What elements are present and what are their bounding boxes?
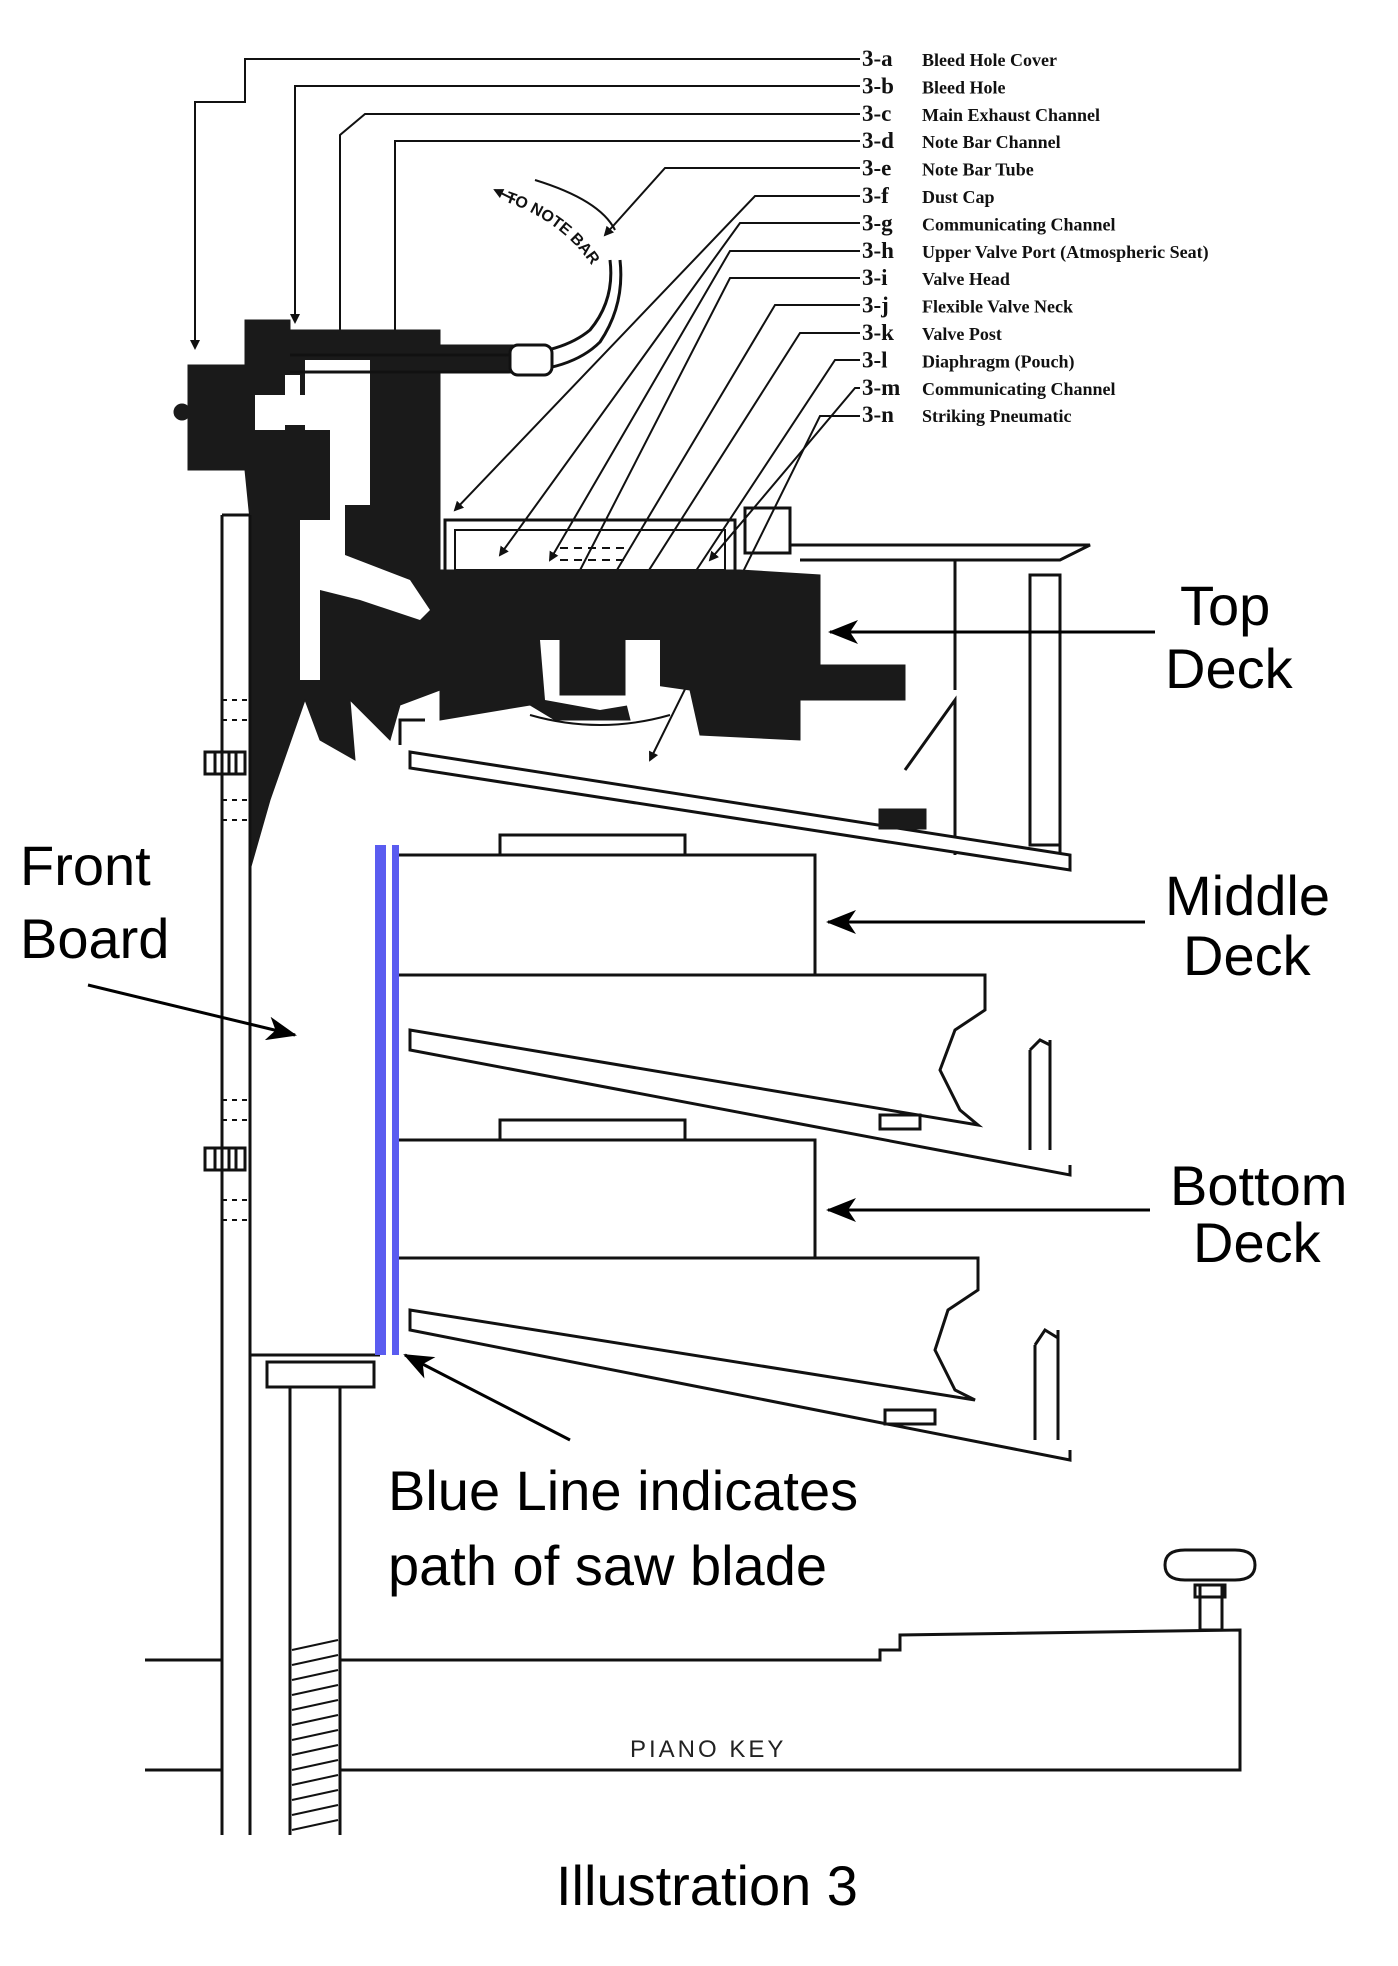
middle-deck-callout: Middle Deck [826,864,1330,987]
legend-code: 3-k [862,320,894,345]
middle-deck-label-line2: Deck [1183,924,1312,987]
legend-code: 3-l [862,347,888,372]
front-board-arrow [87,983,297,1041]
legend-description: Flexible Valve Neck [922,297,1073,317]
legend-code: 3-n [862,402,894,427]
to-note-bar-indicator: TO NOTE BAR [493,179,616,268]
legend-description: Bleed Hole [922,77,1006,97]
top-deck-label-line2: Deck [1165,637,1294,700]
piano-key [145,1548,1257,1772]
illustration-caption: Illustration 3 [556,1854,858,1917]
legend-code: 3-h [862,238,894,263]
legend-code: 3-i [862,265,888,290]
legend-row: 3-a Bleed Hole Cover [862,46,1057,71]
middle-deck [398,833,1072,1177]
legend-code: 3-g [862,210,893,235]
legend-description: Bleed Hole Cover [922,50,1057,70]
legend-row: 3-k Valve Post [862,320,1002,345]
top-deck-label-line1: Top [1180,574,1270,637]
legend-description: Upper Valve Port (Atmospheric Seat) [922,242,1209,263]
legend-code: 3-a [862,46,893,71]
legend-description: Dust Cap [922,187,995,207]
front-board-callout: Front Board [20,834,297,1041]
bottom-deck-label-line1: Bottom [1170,1154,1347,1217]
legend-code: 3-c [862,101,891,126]
legend-row: 3-g Communicating Channel [862,210,1116,235]
legend-description: Striking Pneumatic [922,406,1072,426]
piano-key-label: PIANO KEY [630,1736,786,1763]
legend-description: Main Exhaust Channel [922,105,1100,125]
valve-post [559,624,626,696]
to-note-bar-text: TO NOTE BAR [504,189,603,268]
legend-row: 3-m Communicating Channel [862,375,1116,400]
legend-row: 3-h Upper Valve Port (Atmospheric Seat) [862,238,1209,263]
bottom-deck-callout: Bottom Deck [826,1154,1347,1274]
front-board-label-line2: Board [20,907,169,970]
legend-code: 3-m [862,375,900,400]
legend-description: Note Bar Channel [922,132,1061,152]
parts-legend: 3-a Bleed Hole Cover 3-b Bleed Hole 3-c Main … [862,46,1209,427]
legend-row: 3-e Note Bar Tube [862,156,1034,181]
legend-code: 3-f [862,183,889,208]
top-deck-callout: Top Deck [828,574,1294,700]
legend-row: 3-d Note Bar Channel [862,128,1061,153]
legend-row: 3-l Diaphragm (Pouch) [862,347,1075,372]
saw-blade-callout: Blue Line indicates path of saw blade [388,1353,858,1597]
legend-description: Communicating Channel [922,379,1116,399]
saw-blade-label-line2: path of saw blade [388,1534,827,1597]
front-board-label-line1: Front [20,834,151,897]
screw-lower [203,1146,247,1172]
legend-description: Valve Post [922,324,1002,344]
screw-upper [203,750,247,776]
bottom-deck-label-line2: Deck [1193,1211,1322,1274]
saw-blade-arrow [403,1353,571,1442]
valve-head [534,579,646,601]
legend-row: 3-n Striking Pneumatic [862,402,1072,427]
legend-code: 3-d [862,128,894,153]
legend-row: 3-b Bleed Hole [862,73,1006,98]
front-rail [203,513,252,1835]
legend-row: 3-j Flexible Valve Neck [862,293,1073,318]
front-board [248,910,380,1835]
valve-assembly [439,506,906,741]
saw-blade-path [375,845,399,1355]
top-deck-frame [398,543,1091,872]
legend-description: Communicating Channel [922,214,1116,234]
bleed-hole-cover [187,364,249,471]
to-note-bar-label: TO NOTE BAR [504,189,603,268]
middle-deck-label-line1: Middle [1165,864,1330,927]
legend-description: Diaphragm (Pouch) [922,351,1075,372]
legend-code: 3-j [862,293,889,318]
legend-row: 3-i Valve Head [862,265,1010,290]
legend-description: Note Bar Tube [922,160,1034,180]
legend-description: Valve Head [922,269,1010,289]
diaphragm-pouch [529,714,671,726]
legend-row: 3-f Dust Cap [862,183,995,208]
legend-row: 3-c Main Exhaust Channel [862,101,1100,126]
legend-code: 3-e [862,156,891,181]
legend-code: 3-b [862,73,894,98]
bottom-deck [398,1118,1072,1462]
saw-blade-label-line1: Blue Line indicates [388,1459,858,1522]
